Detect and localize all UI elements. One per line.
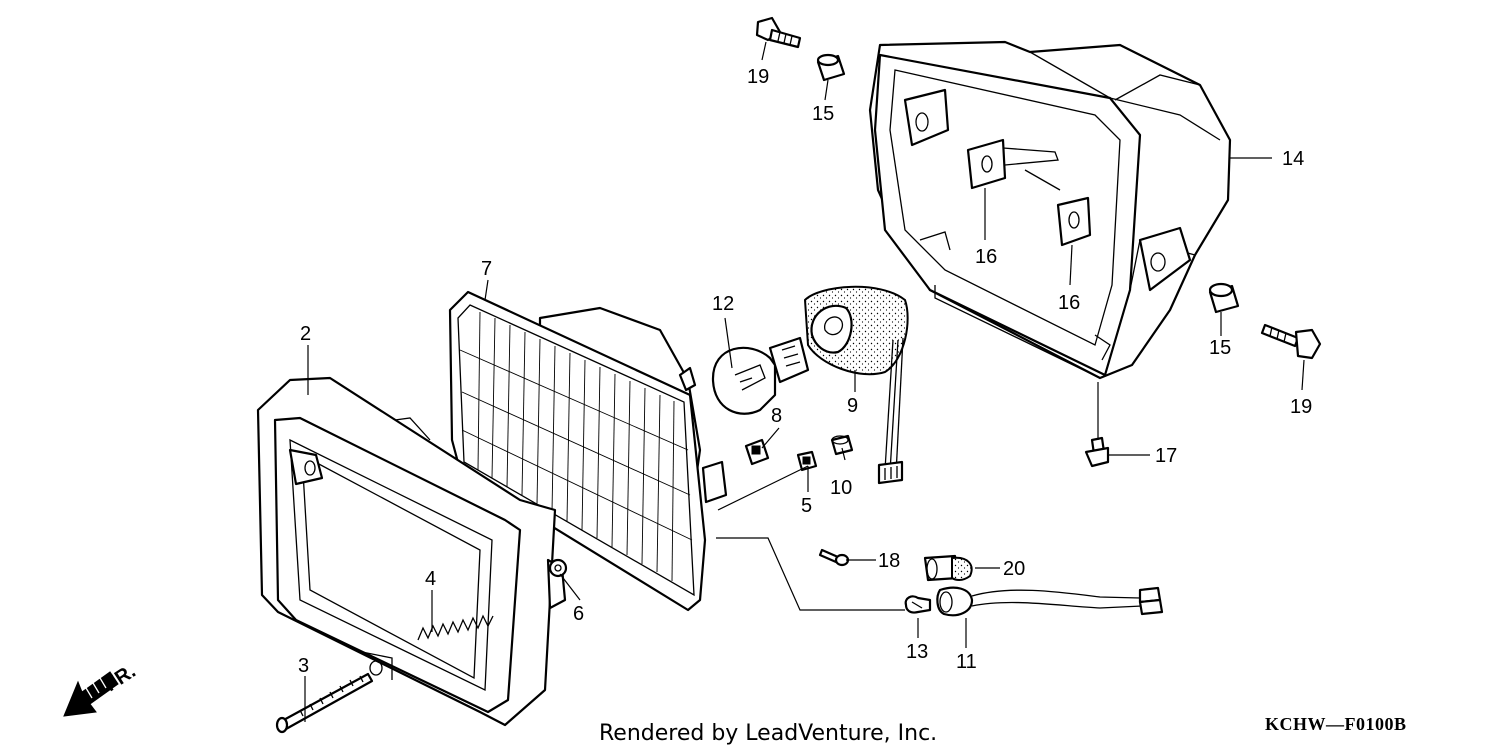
small-bulb-13[interactable]: [904, 595, 932, 614]
callout-10: 10: [830, 477, 852, 499]
clip-8[interactable]: [744, 438, 770, 466]
callout-12: 12: [712, 293, 734, 315]
bolt-19-right[interactable]: [1260, 323, 1322, 360]
headlight-rim[interactable]: [256, 376, 567, 727]
screw-17[interactable]: [1084, 436, 1110, 468]
adjusting-spring[interactable]: [417, 614, 494, 641]
collar-15-right[interactable]: [1208, 282, 1240, 314]
callout-2: 2: [300, 323, 311, 345]
callout-19-top: 19: [747, 66, 769, 88]
callout-11: 11: [956, 651, 977, 673]
diagram-code: KCHW—F0100B: [1265, 714, 1407, 734]
callout-19-right: 19: [1290, 396, 1312, 418]
callout-8: 8: [771, 405, 782, 427]
callout-5: 5: [801, 495, 812, 517]
screw-18[interactable]: [818, 548, 850, 567]
callout-20: 20: [1003, 558, 1025, 580]
render-credit: Rendered by LeadVenture, Inc.: [599, 721, 937, 746]
nut-5[interactable]: [796, 450, 818, 472]
callout-15-top: 15: [812, 103, 834, 125]
position-socket[interactable]: [936, 586, 1164, 617]
callout-13: 13: [906, 641, 928, 663]
front-direction-arrow: FR.: [63, 660, 140, 717]
callout-labels: 2 3 4 5 6 7 8 9 10 11 12 13 14 15 15 16 …: [298, 66, 1312, 677]
callout-9: 9: [847, 395, 858, 417]
callout-18: 18: [878, 550, 900, 572]
callout-17: 17: [1155, 445, 1177, 467]
bolt-19-top[interactable]: [755, 16, 802, 49]
callout-7: 7: [481, 258, 492, 280]
sealed-beam-unit[interactable]: [448, 290, 728, 612]
grommet-10[interactable]: [830, 434, 854, 456]
callout-16-left: 16: [975, 246, 997, 268]
callout-14: 14: [1282, 148, 1304, 170]
adjusting-screw[interactable]: [275, 672, 374, 734]
collar-15-top[interactable]: [816, 53, 846, 82]
callout-4: 4: [425, 568, 436, 590]
callout-16-right: 16: [1058, 292, 1080, 314]
socket-boot[interactable]: [803, 285, 909, 485]
callout-3: 3: [298, 655, 309, 677]
callout-15-right: 15: [1209, 337, 1231, 359]
headlight-bulb[interactable]: [711, 336, 810, 415]
nut-6[interactable]: [548, 558, 568, 578]
position-bulb[interactable]: [923, 554, 973, 582]
leader-lines: [304, 41, 1305, 722]
callout-6: 6: [573, 603, 584, 625]
headlight-case[interactable]: [868, 40, 1232, 380]
